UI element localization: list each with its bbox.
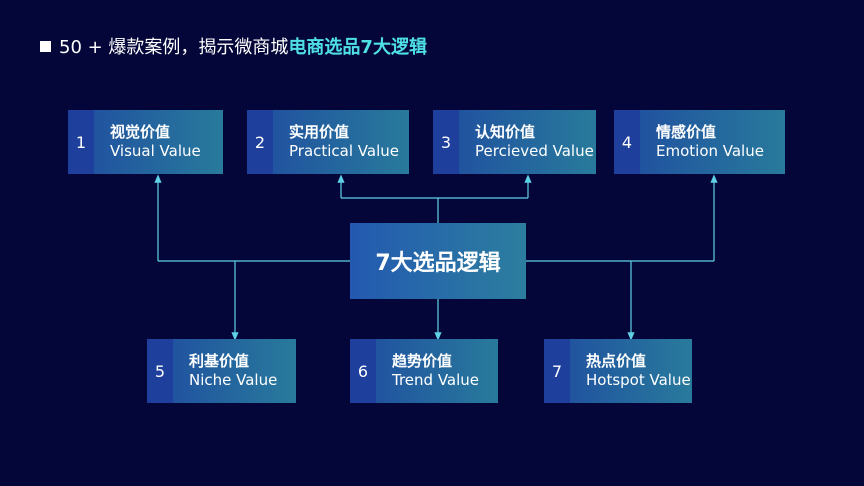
center-node: 7大选品逻辑 <box>350 223 526 299</box>
node-title-cn: 认知价值 <box>475 123 536 141</box>
title-prefix: 50 + 爆款案例，揭示微商城 <box>59 37 289 58</box>
node-number: 5 <box>147 339 173 403</box>
node-number: 4 <box>614 110 640 174</box>
node-number: 1 <box>68 110 94 174</box>
node-title-en: Emotion Value <box>656 142 764 160</box>
node-number: 2 <box>247 110 273 174</box>
node-number: 7 <box>544 339 570 403</box>
node-title-en: Niche Value <box>189 371 278 389</box>
node-title-en: Percieved Value <box>475 142 594 160</box>
node-number: 3 <box>433 110 459 174</box>
node-title-cn: 情感价值 <box>656 123 717 141</box>
node-title-en: Hotspot Value <box>586 371 691 389</box>
node-title-cn: 利基价值 <box>189 352 250 370</box>
title-highlight: 电商选品7大逻辑 <box>288 37 427 58</box>
node-title-en: Trend Value <box>392 371 480 389</box>
node-title-cn: 趋势价值 <box>392 352 453 370</box>
node-title-en: Visual Value <box>110 142 201 160</box>
node-title-cn: 视觉价值 <box>110 123 171 141</box>
node-number: 6 <box>350 339 376 403</box>
page-title: 50 + 爆款案例，揭示微商城电商选品7大逻辑 <box>40 33 427 59</box>
square-bullet-icon <box>40 41 51 52</box>
node-title-cn: 热点价值 <box>586 352 647 370</box>
node-title-en: Practical Value <box>289 142 400 160</box>
node-title-cn: 实用价值 <box>289 123 350 141</box>
